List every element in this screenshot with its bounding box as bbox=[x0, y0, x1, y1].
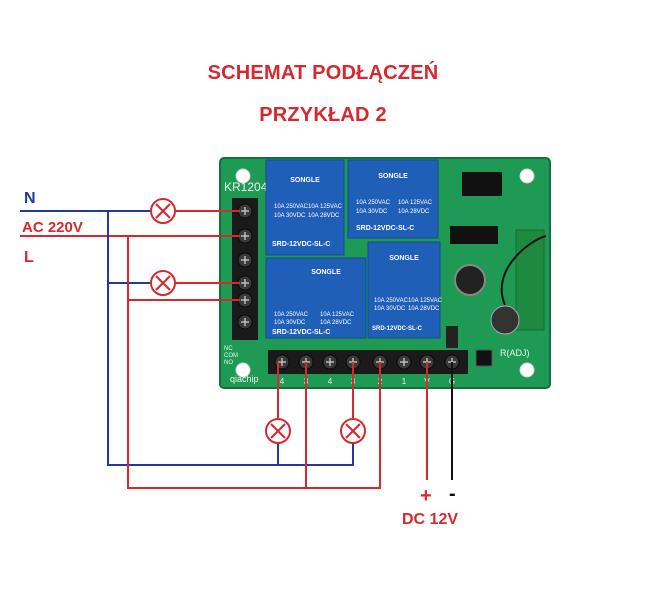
mounting-hole bbox=[235, 362, 251, 378]
relay-rating: 10A 250VAC bbox=[274, 312, 309, 318]
learn-button bbox=[475, 349, 493, 367]
ic-chip bbox=[450, 226, 498, 244]
dc-plus-label: + bbox=[420, 485, 432, 507]
no-label: NO bbox=[224, 360, 233, 366]
ac-voltage-label: AC 220V bbox=[22, 219, 83, 236]
bottom-terminal-block bbox=[268, 350, 468, 374]
relay-rating: 10A 30VDC bbox=[274, 213, 306, 219]
adj-label: R(ADJ) bbox=[500, 348, 530, 358]
terminal-screw bbox=[237, 228, 253, 244]
relay-rating: 10A 30VDC bbox=[274, 320, 306, 326]
relay-brand: SONGLE bbox=[378, 173, 408, 180]
smd-component bbox=[446, 326, 458, 348]
neutral-bus-wire bbox=[107, 211, 354, 466]
relay-brand: SONGLE bbox=[311, 269, 341, 276]
relay-model: SRD-12VDC-SL-C bbox=[356, 225, 414, 232]
relay-rating: 10A 125VAC bbox=[408, 298, 443, 304]
capacitor bbox=[454, 264, 486, 296]
board-brand-label: qiachip bbox=[230, 374, 259, 384]
relay-rating: 10A 30VDC bbox=[374, 306, 406, 312]
pin-label: 1 bbox=[402, 377, 407, 386]
mounting-hole bbox=[235, 168, 251, 184]
relay-model: SRD-12VDC-SL-C bbox=[272, 329, 330, 336]
relay-rating: 10A 250VAC bbox=[374, 298, 409, 304]
lamps bbox=[150, 198, 366, 444]
com-label: COM bbox=[224, 353, 238, 359]
relay-rating: 10A 28VDC bbox=[398, 209, 430, 215]
dc-minus-label: - bbox=[449, 483, 456, 505]
terminal-screw bbox=[237, 203, 253, 219]
rf-module bbox=[515, 229, 545, 331]
relay: SONGLE 10A 250VAC 10A 30VDC 10A 125VAC 1… bbox=[265, 257, 367, 339]
terminal-screw bbox=[237, 292, 253, 308]
antenna-wire bbox=[500, 235, 547, 306]
nc-label: NC bbox=[224, 346, 233, 352]
lamp-icon bbox=[150, 270, 176, 296]
ic-chip bbox=[462, 172, 502, 196]
relays: SONGLE 10A 250VAC 10A 30VDC 10A 125VAC 1… bbox=[265, 159, 443, 339]
relay-rating: 10A 28VDC bbox=[408, 306, 440, 312]
relay: SONGLE 10A 250VAC 10A 30VDC 10A 125VAC 1… bbox=[265, 159, 345, 256]
terminal-screw bbox=[237, 275, 253, 291]
diagram-title: SCHEMAT PODŁĄCZEŃ bbox=[207, 62, 439, 84]
side-terminal-screws bbox=[237, 203, 253, 330]
relay-rating: 10A 125VAC bbox=[320, 312, 355, 318]
relay-rating: 10A 250VAC bbox=[274, 204, 309, 210]
terminal-screw bbox=[237, 314, 253, 330]
relay-body bbox=[347, 159, 439, 239]
relay-rating: 10A 125VAC bbox=[308, 204, 343, 210]
relay-rating: 10A 28VDC bbox=[308, 213, 340, 219]
relay-brand: SONGLE bbox=[389, 255, 419, 262]
lamp-icon bbox=[340, 418, 366, 444]
relay-rating: 10A 125VAC bbox=[398, 200, 433, 206]
relay-body bbox=[265, 159, 345, 256]
dc-voltage-label: DC 12V bbox=[402, 511, 458, 528]
live-bus-wire bbox=[127, 236, 381, 489]
board-model-label: KR1204 bbox=[224, 180, 268, 194]
mounting-hole bbox=[519, 362, 535, 378]
neutral-label: N bbox=[24, 190, 36, 207]
relay-body bbox=[367, 241, 441, 339]
lamp-icon bbox=[265, 418, 291, 444]
inductor-coil bbox=[490, 305, 520, 335]
wiring bbox=[20, 210, 453, 489]
relay-rating: 10A 30VDC bbox=[356, 209, 388, 215]
relay-rating: 10A 28VDC bbox=[320, 320, 352, 326]
terminal-screw bbox=[237, 252, 253, 268]
relay-rating: 10A 250VAC bbox=[356, 200, 391, 206]
pin-label: 4 bbox=[328, 377, 333, 386]
relay: SONGLE 10A 250VAC 10A 30VDC 10A 125VAC 1… bbox=[347, 159, 439, 239]
terminal-screw bbox=[396, 354, 412, 370]
relay-model: SRD-12VDC-SL-C bbox=[272, 241, 330, 248]
diagram-subtitle: PRZYKŁAD 2 bbox=[259, 104, 387, 126]
pin-label: 4 bbox=[280, 377, 285, 386]
relay-model: SRD-12VDC-SL-C bbox=[372, 326, 423, 332]
mounting-hole bbox=[519, 168, 535, 184]
relay-brand: SONGLE bbox=[290, 177, 320, 184]
live-label: L bbox=[24, 249, 34, 266]
relay: SONGLE 10A 250VAC 10A 30VDC 10A 125VAC 1… bbox=[367, 241, 443, 339]
relay-board: KR1204 qiachip R(ADJ) NC COM NO 4 3 4 3 … bbox=[219, 157, 551, 389]
relay-body bbox=[265, 257, 367, 339]
lamp-icon bbox=[150, 198, 176, 224]
terminal-screw bbox=[322, 354, 338, 370]
